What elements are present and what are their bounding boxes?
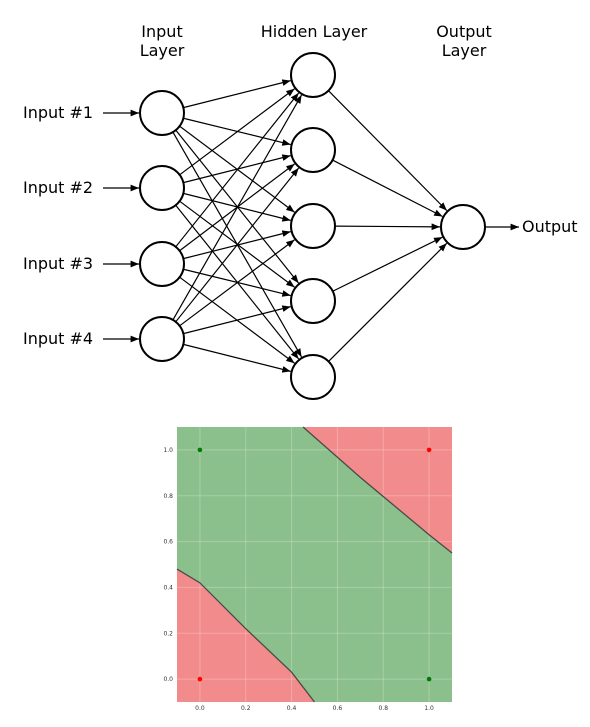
- boundary-line-1: [176, 568, 316, 703]
- decision-boundary-plot: 0.0 0.2 0.4 0.6 0.8 1.0 0.0 0.2 0.4 0.6 0.8 1.0: [163, 426, 453, 712]
- edge-input4-hidden4: [183, 305, 291, 335]
- y-tick-label: 0.8: [163, 493, 173, 500]
- output-layer-title-line2: Layer: [442, 41, 487, 60]
- y-tick-label: 0.0: [163, 676, 173, 683]
- hidden-node-5: [290, 354, 336, 400]
- data-point-red-3: [197, 676, 203, 682]
- plot-grid: [177, 427, 452, 702]
- x-tick-label: 0.0: [195, 705, 205, 712]
- edge-input2-hidden2: [183, 154, 291, 184]
- x-tick-label: 0.2: [241, 705, 251, 712]
- x-tick-label: 0.4: [287, 705, 297, 712]
- hidden-node-1: [290, 52, 336, 98]
- input-node-4: [139, 316, 185, 362]
- input-label-3: Input #3: [23, 254, 93, 273]
- output-layer-title-line1: Output: [436, 22, 492, 41]
- edge-hidden2-output: [332, 159, 443, 218]
- data-points: [197, 447, 432, 682]
- edge-input4-hidden1: [172, 94, 303, 321]
- hidden-layer-title: Hidden Layer: [261, 22, 368, 41]
- region-red-upper-right: [303, 427, 452, 554]
- output-label: Output: [522, 217, 578, 236]
- x-tick-label: 0.6: [333, 705, 343, 712]
- input-node-3: [139, 241, 185, 287]
- input-label-1: Input #1: [23, 103, 93, 122]
- region-red-lower-left: [177, 569, 315, 702]
- boundary-line-2: [302, 426, 453, 554]
- neural-network-diagram: Input Layer Hidden Layer Output Layer In…: [23, 22, 578, 400]
- y-tick-label: 1.0: [163, 447, 173, 454]
- y-tick-label: 0.2: [163, 630, 173, 637]
- hidden-node-2: [290, 127, 336, 173]
- axis-ticks: 0.0 0.2 0.4 0.6 0.8 1.0 0.0 0.2 0.4 0.6 0.8 1.0: [163, 447, 434, 712]
- edge-hidden4-output: [332, 236, 443, 292]
- plot-regions: [177, 427, 452, 702]
- y-tick-label: 0.6: [163, 539, 173, 546]
- data-point-green-4: [426, 676, 432, 682]
- input-layer-title-line2: Layer: [140, 41, 185, 60]
- hidden-node-3: [290, 203, 336, 249]
- input-node-2: [139, 165, 185, 211]
- input-layer-title-line1: Input: [141, 22, 182, 41]
- edge-hidden3-output: [334, 223, 441, 231]
- edge-input4-hidden2: [175, 167, 300, 323]
- decision-boundaries: [176, 426, 453, 703]
- edge-input4-hidden5: [183, 343, 291, 373]
- output-node-1: [440, 204, 486, 250]
- input-node-1: [139, 90, 185, 136]
- neurons: [139, 52, 486, 400]
- data-point-green-1: [197, 447, 203, 453]
- edge-input4-hidden3: [179, 239, 295, 327]
- edge-input1-hidden1: [183, 79, 291, 109]
- connections: [103, 79, 519, 373]
- edge-hidden1-output: [328, 90, 448, 212]
- edge-input2-hidden1: [179, 88, 295, 176]
- input-label-4: Input #4: [23, 329, 93, 348]
- y-tick-label: 0.4: [163, 584, 173, 591]
- data-point-red-2: [426, 447, 432, 453]
- edge-input3-hidden1: [175, 92, 300, 248]
- edge-hidden5-output: [328, 242, 448, 362]
- x-tick-label: 0.8: [378, 705, 388, 712]
- hidden-node-4: [290, 278, 336, 324]
- input-label-2: Input #2: [23, 178, 93, 197]
- x-tick-label: 1.0: [424, 705, 434, 712]
